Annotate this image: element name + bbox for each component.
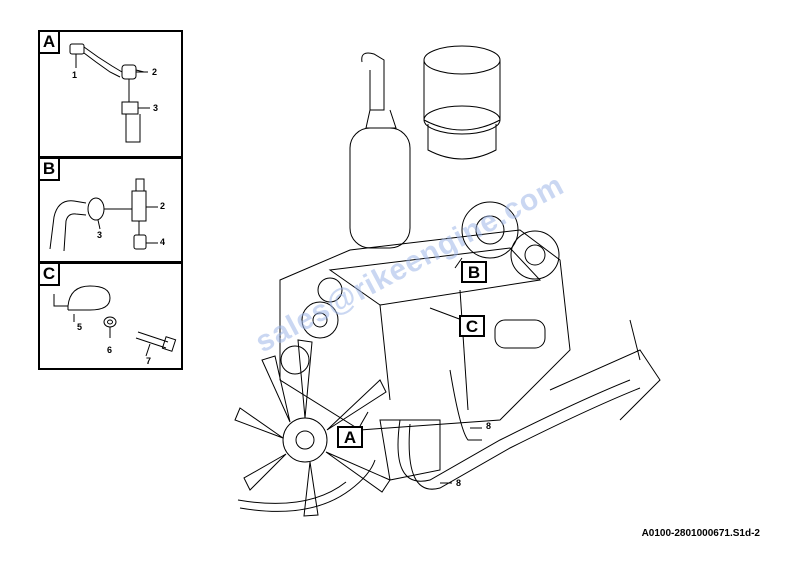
callout-1: 1	[72, 70, 78, 80]
engine-assembly-drawing	[234, 45, 661, 517]
callout-2: 2	[160, 201, 166, 211]
sensor-fitting-illustration-a	[69, 43, 150, 143]
hose-callout-8-upper: 8	[486, 421, 492, 431]
callout-5: 5	[77, 322, 83, 332]
sensor-fitting-illustration-b	[49, 178, 158, 252]
hose-callout-8-lower: 8	[456, 478, 462, 488]
document-reference: A0100-2801000671.S1d-2	[641, 528, 760, 539]
panel-tag-b: B	[40, 159, 60, 181]
callout-7: 7	[146, 356, 152, 366]
callout-6: 6	[107, 345, 113, 355]
clamp-bolt-illustration-c	[53, 285, 177, 357]
callout-4: 4	[160, 237, 166, 247]
panel-tag-a: A	[40, 32, 60, 54]
detail-panel-b: B 2 3 4	[38, 157, 183, 263]
detail-panel-a: A 1 2 3	[38, 30, 183, 158]
callout-2: 2	[152, 67, 158, 77]
detail-panel-c: C 5 6 7	[38, 262, 183, 370]
detail-ref-c: C	[459, 315, 485, 337]
callout-3: 3	[153, 103, 159, 113]
callout-3: 3	[97, 230, 103, 240]
detail-ref-a: A	[337, 426, 363, 448]
detail-ref-b: B	[461, 261, 487, 283]
panel-tag-c: C	[40, 264, 60, 286]
